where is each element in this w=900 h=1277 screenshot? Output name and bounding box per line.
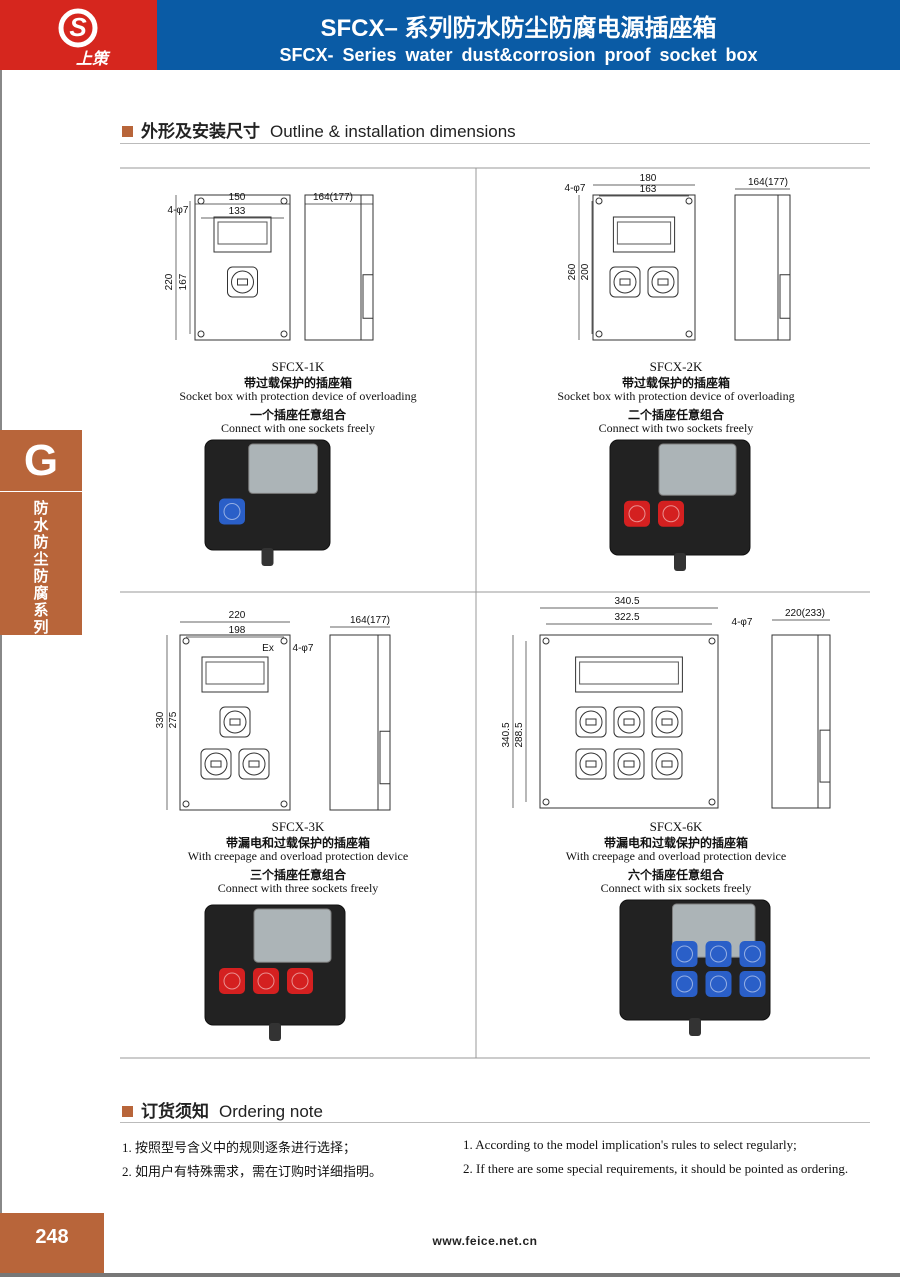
product-caption: SFCX-6K 带漏电和过载保护的插座箱 With creepage and o… — [498, 820, 854, 895]
svg-text:上策: 上策 — [76, 50, 111, 68]
page-border — [0, 70, 2, 1277]
product-caption: SFCX-2K 带过载保护的插座箱 Socket box with protec… — [498, 360, 854, 435]
dim-mounting-holes: 4-φ7 — [293, 643, 314, 654]
product-photo-sfcx-2k — [609, 439, 751, 571]
description-cn: 带过载保护的插座箱 — [621, 376, 730, 390]
dim-height-outer: 220 — [164, 273, 175, 290]
model-name: SFCX-6K — [649, 819, 703, 834]
product-photo-sfcx-6k — [619, 899, 771, 1036]
dim-width-outer: 340.5 — [614, 596, 639, 607]
dim-width-outer: 150 — [229, 192, 246, 203]
square-bullet-icon — [122, 126, 133, 137]
dim-width-outer: 180 — [640, 173, 657, 184]
dim-mounting-holes: 4-φ7 — [168, 205, 189, 216]
category-side-tab[interactable]: G 防水防尘防腐系列 — [0, 430, 82, 636]
dim-height-outer: 330 — [155, 711, 166, 728]
dim-depth: 164(177) — [350, 615, 390, 626]
dim-depth: 164(177) — [748, 177, 788, 188]
combination-en: Connect with three sockets freely — [217, 881, 379, 895]
dim-height-inner: 288.5 — [514, 722, 525, 747]
page-border-bottom — [0, 1273, 900, 1277]
dim-mounting-holes: 4-φ7 — [732, 617, 753, 628]
page-number: 248 — [0, 1213, 104, 1273]
description-en: Socket box with protection device of ove… — [557, 389, 795, 403]
category-label: 防水防尘防腐系列 — [33, 500, 49, 636]
outline-drawing-sfcx-2k — [578, 184, 791, 341]
model-name: SFCX-2K — [649, 359, 703, 374]
outline-drawing-sfcx-3k — [166, 621, 391, 811]
dim-width-inner: 133 — [229, 206, 246, 217]
title-cn: SFCX– 系列防水防尘防腐电源插座箱 — [320, 15, 717, 42]
dim-height-outer: 340.5 — [501, 722, 512, 747]
square-bullet-icon — [122, 1106, 133, 1117]
brand-logo: S 上策 — [0, 0, 157, 70]
description-en: Socket box with protection device of ove… — [179, 389, 417, 403]
title-en: SFCX- Series water dust&corrosion proof … — [279, 45, 758, 65]
product-photo-sfcx-1k — [204, 439, 331, 566]
description-en: With creepage and overload protection de… — [565, 849, 787, 863]
note-cn-2: 2. 如用户有特殊需求，需在订购时详细指明。 — [122, 1164, 383, 1179]
product-caption: SFCX-1K 带过载保护的插座箱 Socket box with protec… — [120, 360, 476, 435]
divider — [120, 143, 870, 144]
description-en: With creepage and overload protection de… — [187, 849, 409, 863]
dim-mounting-holes: 4-φ7 — [565, 183, 586, 194]
title-banner: SFCX– 系列防水防尘防腐电源插座箱 SFCX- Series water d… — [157, 0, 900, 70]
model-name: SFCX-3K — [271, 819, 325, 834]
combination-cn: 三个插座任意组合 — [249, 868, 346, 882]
dim-height-outer: 260 — [567, 263, 578, 280]
combination-en: Connect with six sockets freely — [600, 881, 752, 895]
divider — [120, 1122, 870, 1123]
dim-width-outer: 220 — [229, 610, 246, 621]
note-en-1: 1. According to the model implication's … — [463, 1137, 797, 1152]
outline-drawing-sfcx-6k — [512, 607, 831, 809]
dim-depth: 164(177) — [313, 192, 353, 203]
note-cn-1: 1. 按照型号含义中的规则逐条进行选择； — [122, 1140, 357, 1155]
dim-width-inner: 322.5 — [614, 612, 639, 623]
combination-cn: 六个插座任意组合 — [627, 868, 724, 882]
website-link[interactable]: www.feice.net.cn — [432, 1234, 538, 1248]
combination-en: Connect with two sockets freely — [598, 421, 754, 435]
category-letter: G — [0, 430, 82, 492]
ex-mark: Ex — [262, 643, 274, 654]
dim-height-inner: 167 — [178, 273, 189, 290]
model-name: SFCX-1K — [271, 359, 325, 374]
dim-width-inner: 198 — [229, 625, 246, 636]
dim-height-inner: 200 — [580, 263, 591, 280]
product-caption: SFCX-3K 带漏电和过载保护的插座箱 With creepage and o… — [120, 820, 476, 895]
dim-width-inner: 163 — [640, 184, 657, 195]
dim-height-inner: 275 — [168, 711, 179, 728]
combination-cn: 二个插座任意组合 — [627, 408, 724, 422]
outline-drawing-sfcx-1k — [175, 194, 374, 341]
note-en-2: 2. If there are some special requirement… — [463, 1161, 849, 1176]
svg-text:S: S — [69, 12, 87, 42]
dim-depth: 220(233) — [785, 608, 825, 619]
combination-cn: 一个插座任意组合 — [249, 408, 346, 422]
description-cn: 带漏电和过载保护的插座箱 — [225, 836, 370, 850]
description-cn: 带过载保护的插座箱 — [243, 376, 352, 390]
combination-en: Connect with one sockets freely — [221, 421, 375, 435]
product-photo-sfcx-3k — [204, 904, 346, 1041]
description-cn: 带漏电和过载保护的插座箱 — [603, 836, 748, 850]
